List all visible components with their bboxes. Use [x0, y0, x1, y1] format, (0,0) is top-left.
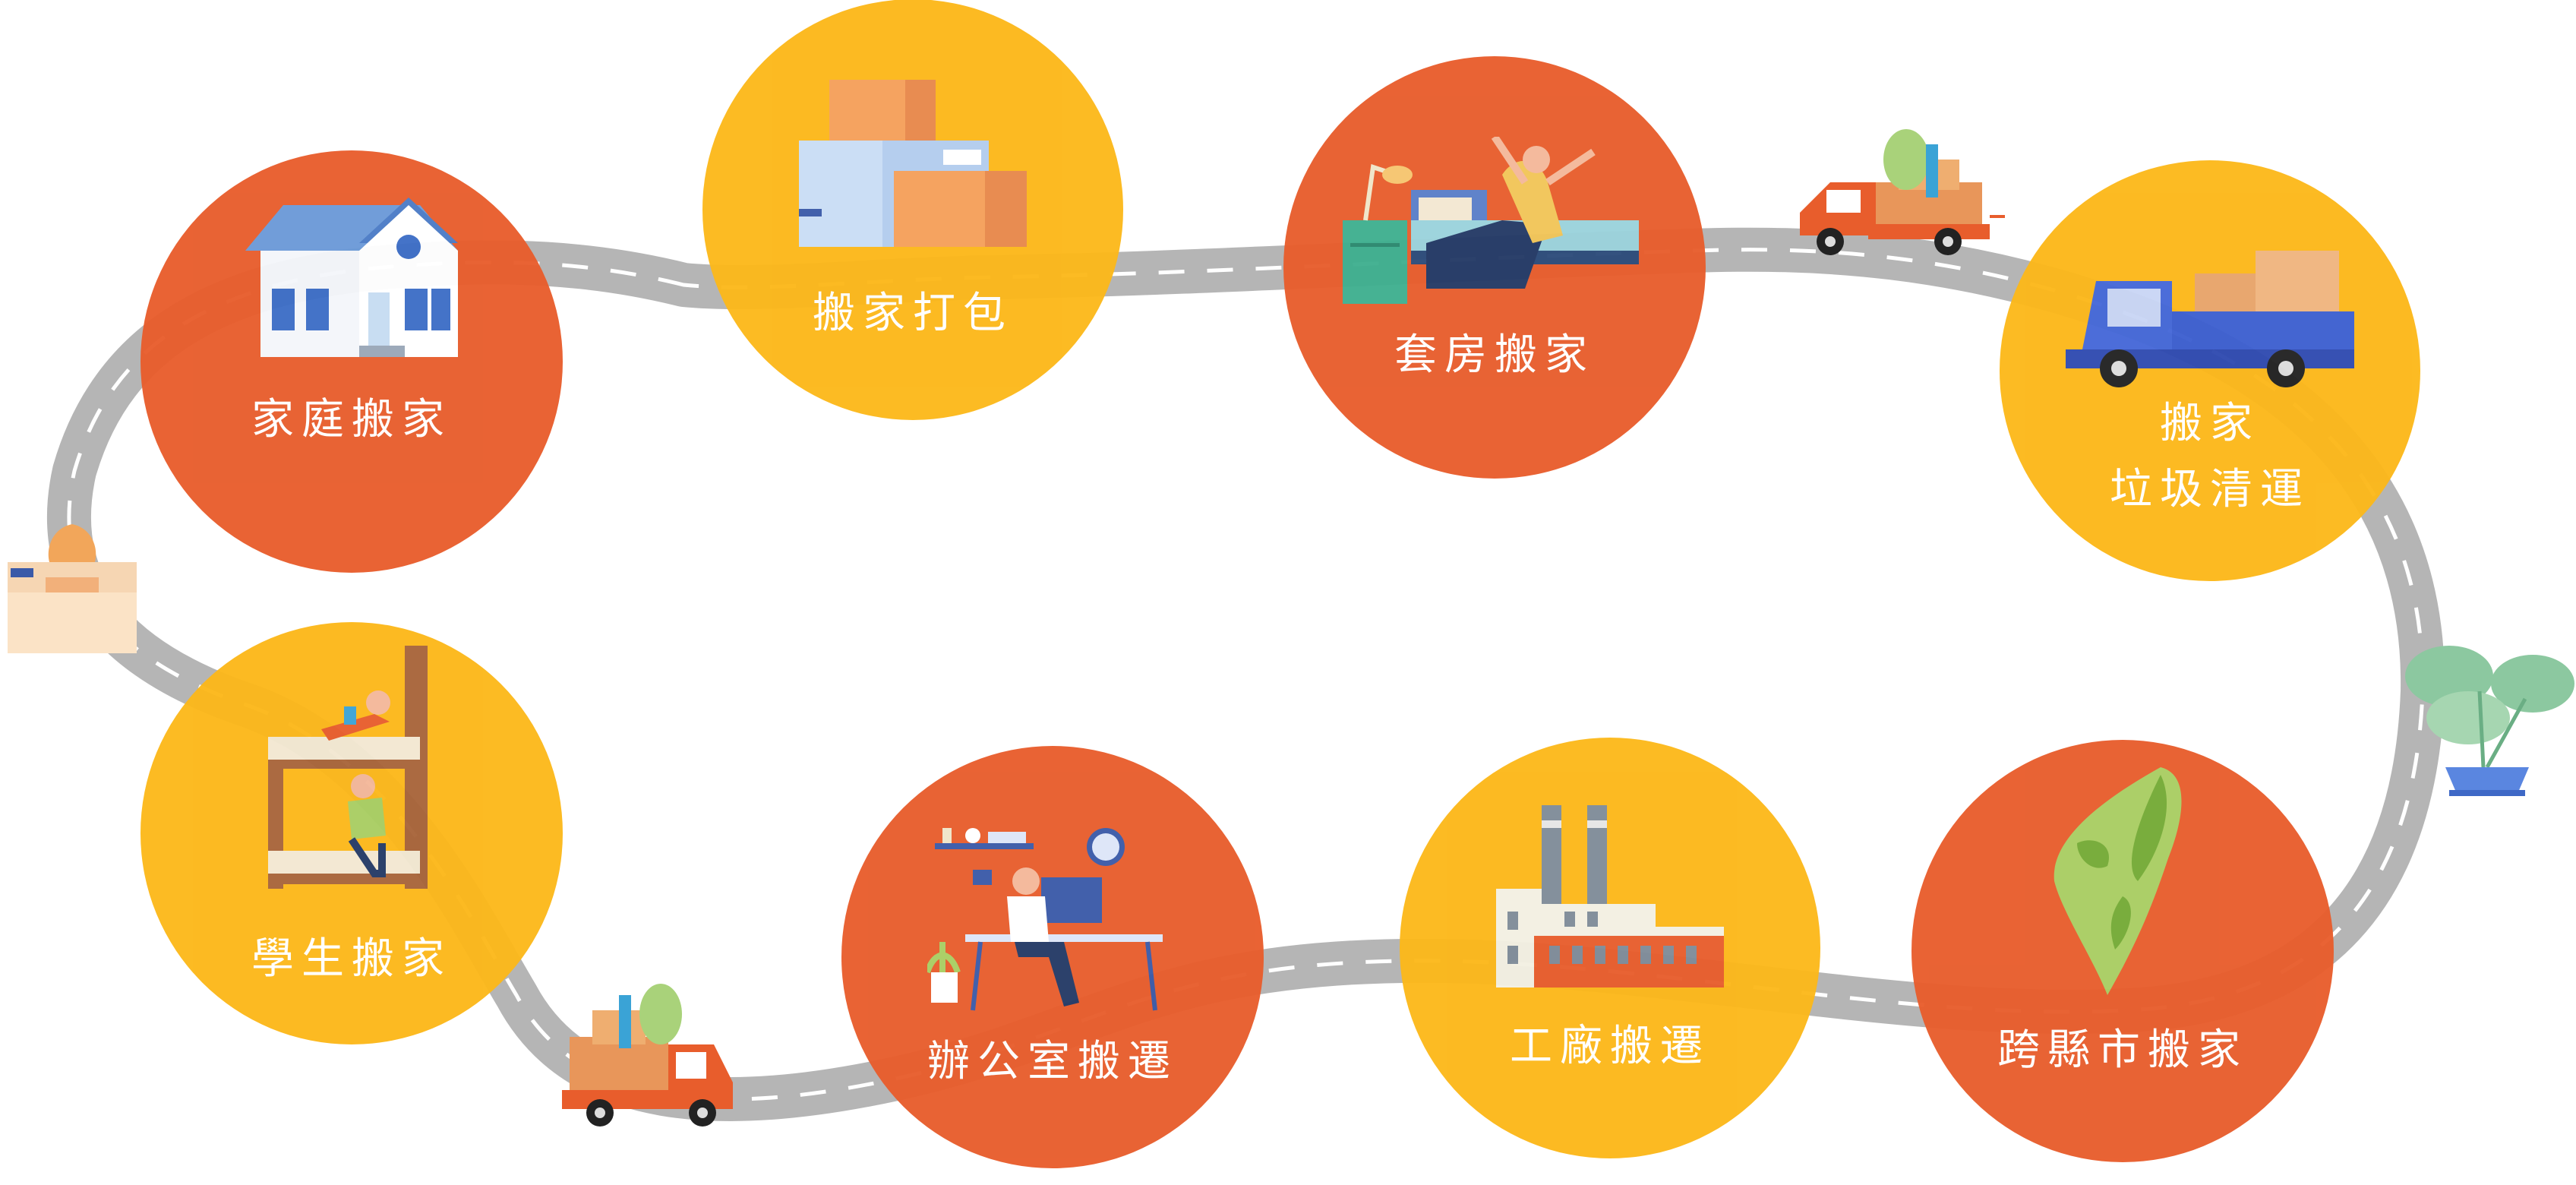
service-circle-cross-county[interactable]: 跨縣市搬家: [1911, 740, 2334, 1162]
service-label: 跨縣市搬家: [1997, 1025, 2248, 1075]
service-circle-suite[interactable]: 套房搬家: [1283, 56, 1706, 479]
bedroom-icon: [1343, 134, 1646, 307]
service-label: 工廠搬遷: [1510, 1022, 1710, 1071]
service-label: 家庭搬家: [251, 395, 452, 444]
moving-box-icon: [8, 524, 137, 653]
service-circle-packing[interactable]: 搬家打包: [702, 0, 1123, 420]
potted-plant-icon: [2405, 646, 2574, 796]
service-label: 辦公室搬遷: [927, 1037, 1178, 1086]
service-circle-office[interactable]: 辦公室搬遷: [841, 746, 1264, 1168]
service-label-line: 垃圾清運: [2110, 464, 2310, 514]
service-circle-student[interactable]: 學生搬家: [140, 622, 563, 1044]
office-desk-icon: [924, 820, 1178, 1021]
bunk-bed-icon: [260, 646, 443, 899]
service-label: 套房搬家: [1394, 330, 1595, 380]
factory-icon: [1496, 805, 1724, 991]
boxes-icon: [799, 80, 1027, 258]
delivery-truck-icon: [1800, 129, 2005, 255]
pickup-truck-icon: [2066, 243, 2354, 390]
service-label: 搬家垃圾清運: [2000, 391, 2420, 523]
service-circle-home[interactable]: 家庭搬家: [140, 150, 563, 573]
delivery-truck-icon: [562, 984, 733, 1127]
service-label-line: 搬家: [2160, 399, 2260, 448]
service-label: 搬家打包: [813, 289, 1013, 338]
taiwan-map-icon: [2047, 760, 2199, 1006]
service-circle-garbage[interactable]: 搬家垃圾清運: [2000, 160, 2420, 581]
service-circle-factory[interactable]: 工廠搬遷: [1400, 738, 1820, 1158]
house-icon: [238, 190, 466, 368]
service-label: 學生搬家: [251, 934, 452, 984]
